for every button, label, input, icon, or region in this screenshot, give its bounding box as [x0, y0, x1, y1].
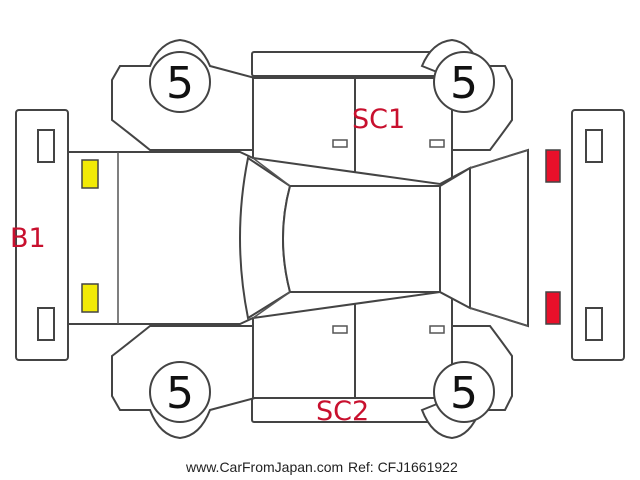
- wheel-badge-rear-right-value: 5: [166, 368, 194, 419]
- label-left-side: SC1: [352, 104, 405, 135]
- wheel-badge-front-right-value: 5: [450, 368, 478, 419]
- wheel-badge-rear-left: 5: [149, 51, 211, 113]
- label-right-side: SC2: [316, 396, 369, 427]
- wheel-badge-rear-left-value: 5: [166, 58, 194, 109]
- wheel-badge-front-left: 5: [433, 51, 495, 113]
- rear-lamp-top: [81, 159, 99, 189]
- front-lamp-top: [545, 149, 561, 183]
- footer-ref: Ref: CFJ1661922: [348, 459, 458, 475]
- car-body-top-view: [67, 148, 529, 328]
- front-lamp-bottom: [545, 291, 561, 325]
- rear-lamp-bottom: [81, 283, 99, 313]
- front-bumper: [571, 109, 625, 361]
- wheel-badge-rear-right: 5: [149, 361, 211, 423]
- label-rear-bumper: B1: [10, 223, 46, 254]
- wheel-badge-front-right: 5: [433, 361, 495, 423]
- wheel-badge-front-left-value: 5: [450, 58, 478, 109]
- footer-site: www.CarFromJapan.com: [185, 459, 343, 475]
